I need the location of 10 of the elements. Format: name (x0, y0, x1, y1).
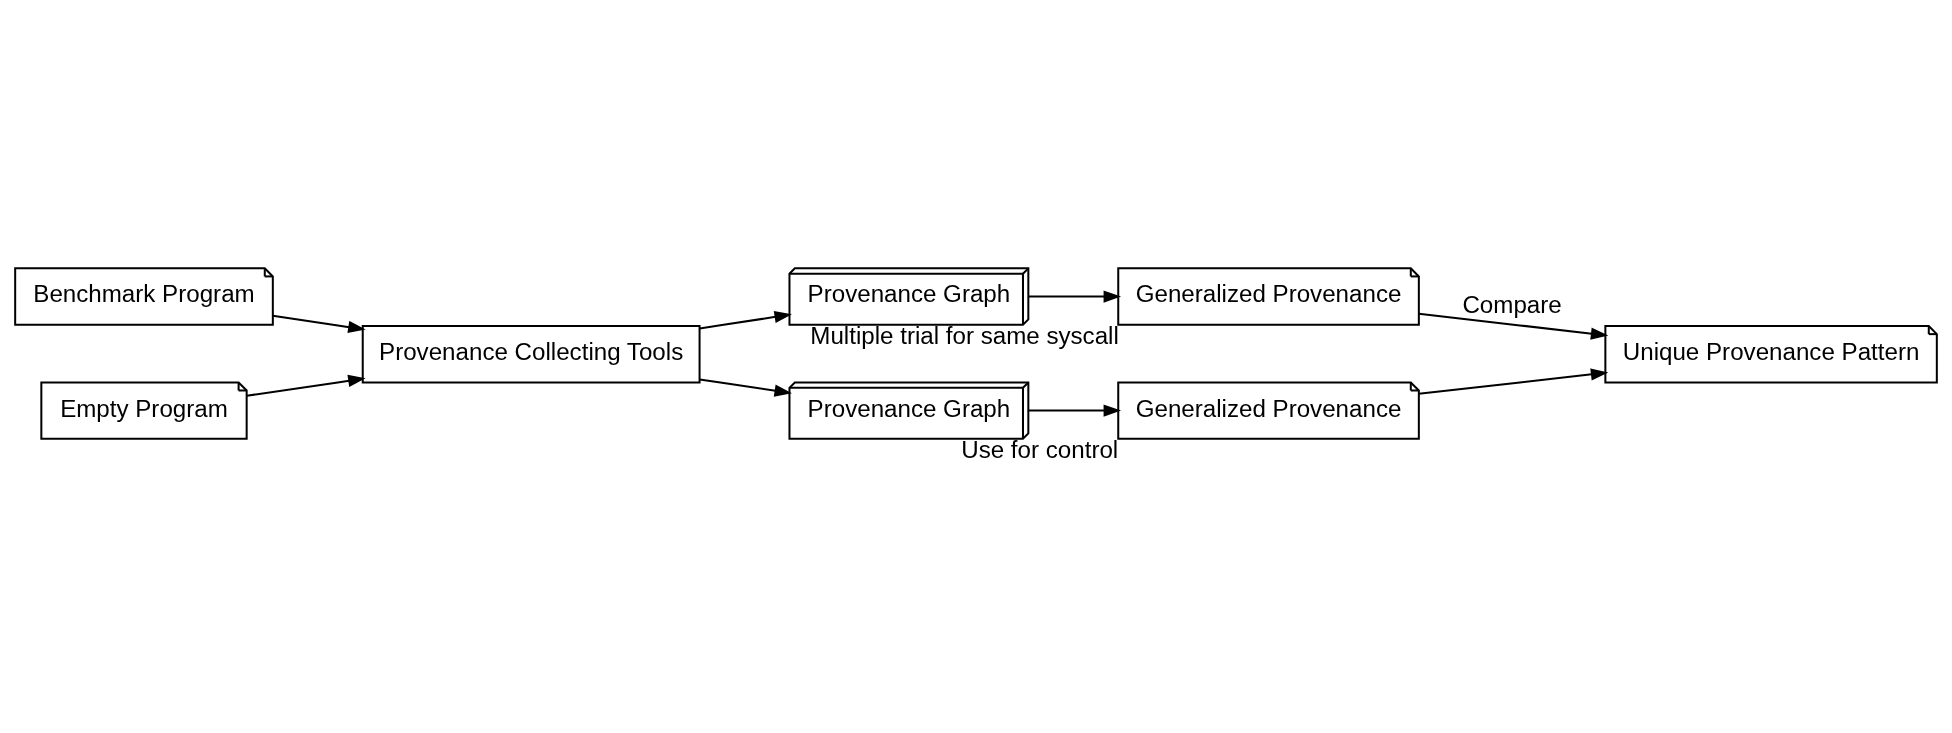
arrow (1028, 289, 1122, 303)
edge-label: Compare (1462, 290, 1562, 318)
arrow (699, 310, 792, 330)
arrow (272, 314, 366, 333)
arrow (1418, 312, 1609, 340)
node-box: Provenance Collecting Tools (361, 324, 701, 383)
arrow (699, 377, 792, 397)
arrow (246, 374, 366, 397)
arrow (1418, 367, 1609, 395)
arrow (1028, 404, 1122, 417)
